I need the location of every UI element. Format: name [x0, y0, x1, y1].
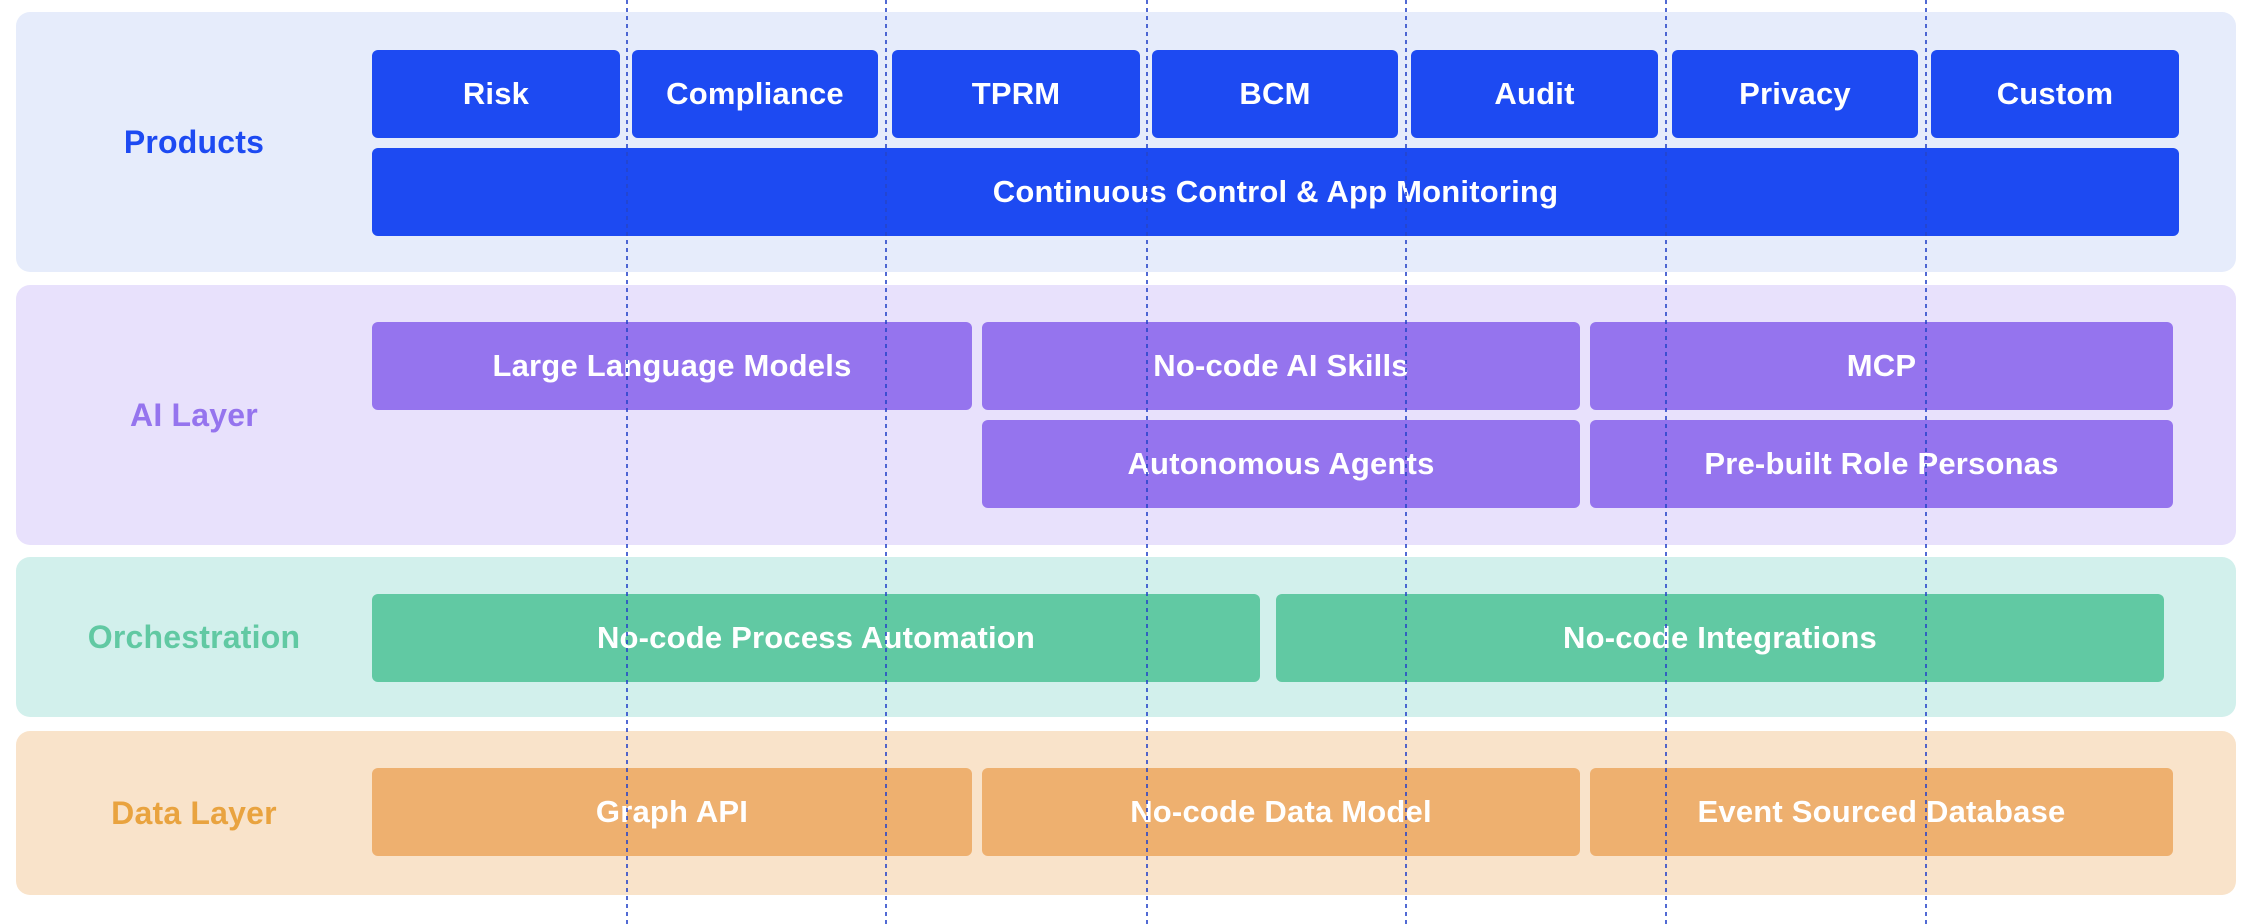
product-box-privacy: Privacy	[1672, 50, 1918, 138]
ai-box-llm: Large Language Models	[372, 322, 972, 410]
product-box-bcm: BCM	[1152, 50, 1398, 138]
data-box-data-model: No-code Data Model	[982, 768, 1580, 856]
orchestration-box-process-automation: No-code Process Automation	[372, 594, 1260, 682]
data-layer-label: Data Layer	[111, 794, 277, 831]
product-box-risk: Risk	[372, 50, 620, 138]
product-box-custom: Custom	[1931, 50, 2179, 138]
data-box-event-sourced-db: Event Sourced Database	[1590, 768, 2173, 856]
orchestration-layer-label: Orchestration	[87, 618, 301, 655]
ai-box-mcp: MCP	[1590, 322, 2173, 410]
product-box-audit: Audit	[1411, 50, 1658, 138]
ai-box-nocode-skills: No-code AI Skills	[982, 322, 1580, 410]
product-box-tprm: TPRM	[892, 50, 1140, 138]
product-box-continuous-monitoring: Continuous Control & App Monitoring	[372, 148, 2179, 236]
ai-layer-label: AI Layer	[130, 396, 258, 433]
products-layer-label: Products	[123, 123, 265, 160]
product-box-compliance: Compliance	[632, 50, 878, 138]
orchestration-box-integrations: No-code Integrations	[1276, 594, 2164, 682]
data-box-graph-api: Graph API	[372, 768, 972, 856]
ai-box-autonomous-agents: Autonomous Agents	[982, 420, 1580, 508]
ai-box-role-personas: Pre-built Role Personas	[1590, 420, 2173, 508]
